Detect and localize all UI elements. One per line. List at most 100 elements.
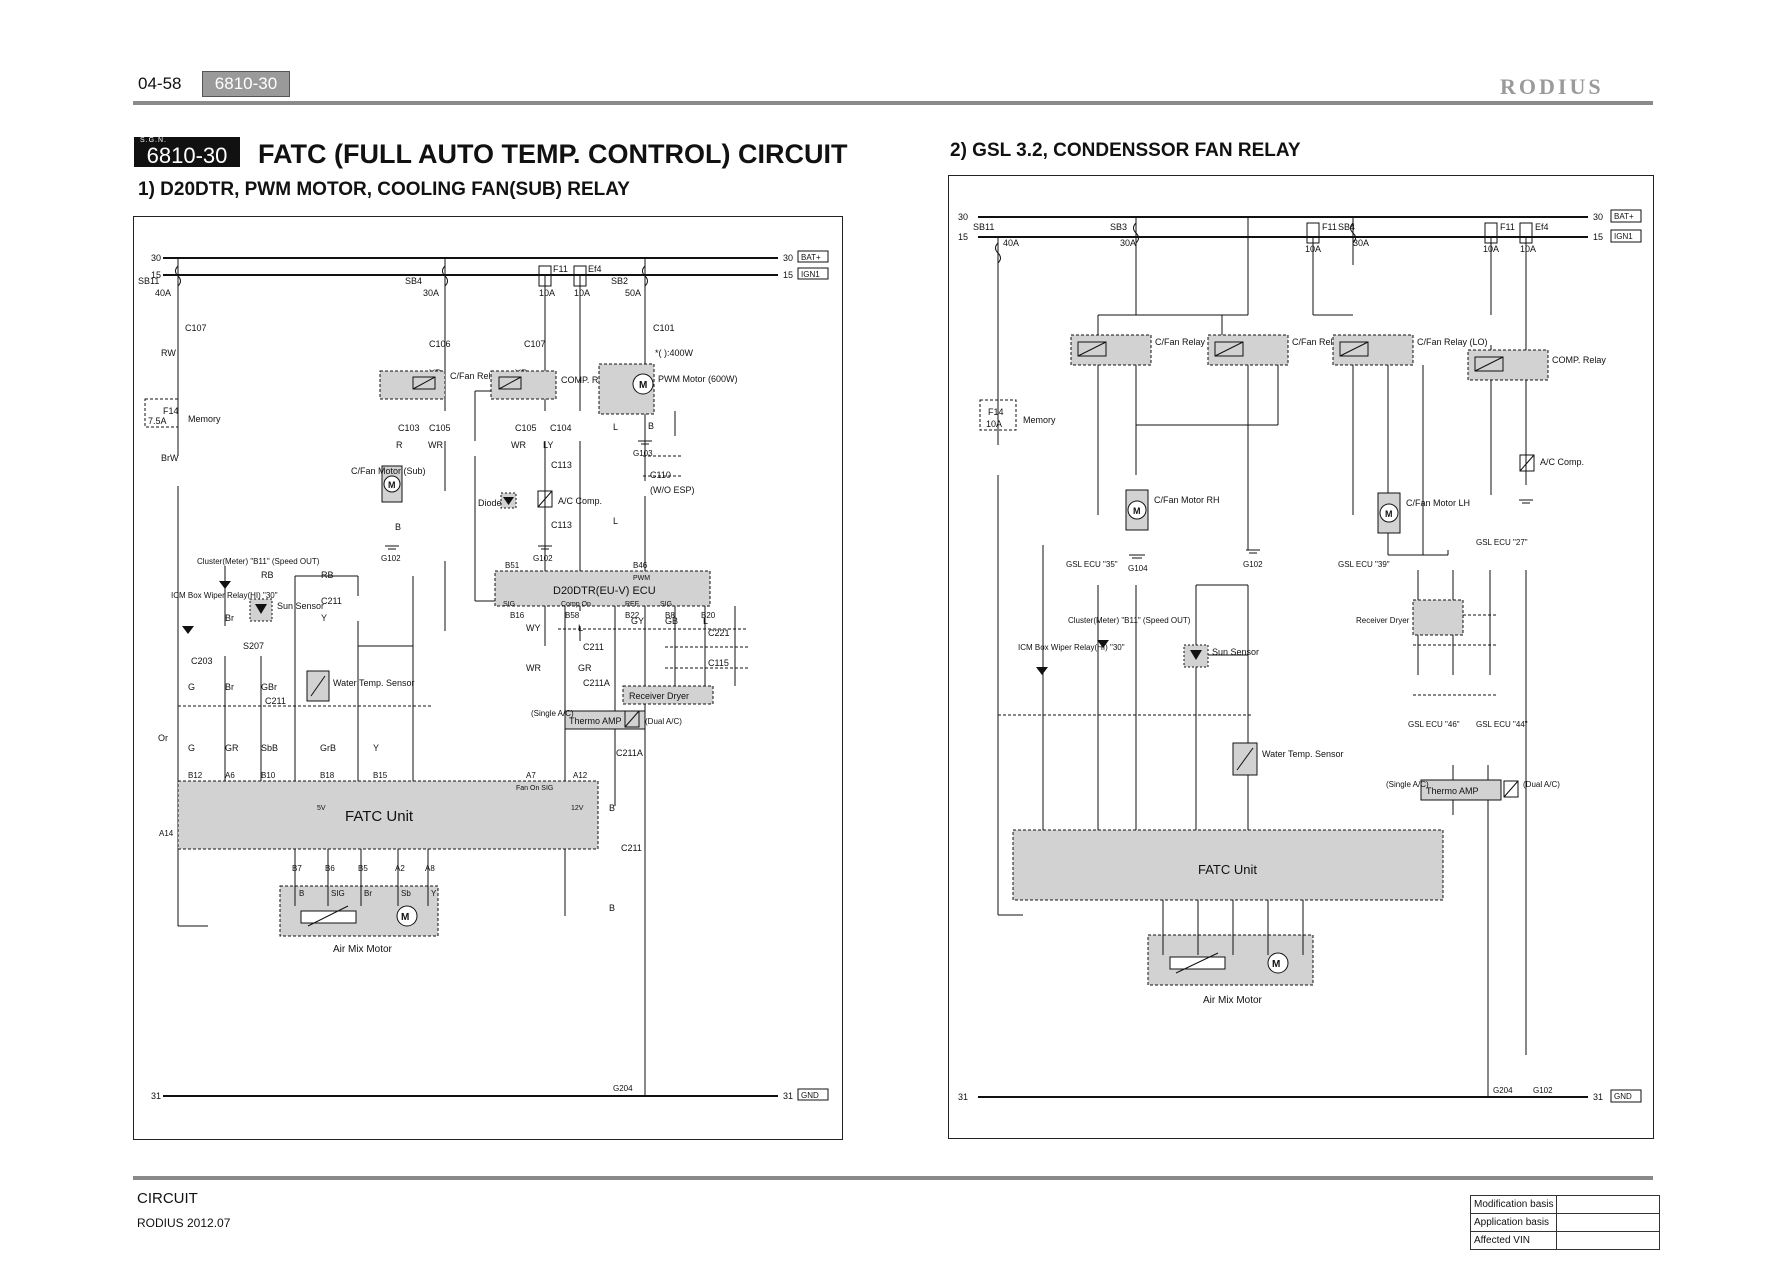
fuse-sb4-icon (442, 265, 448, 287)
d2-icm-box-arrow-icon (1036, 667, 1048, 675)
diode-label: Diode (478, 498, 502, 508)
wire-rw: RW (161, 348, 176, 358)
pin-b6: B6 (325, 864, 335, 873)
pin-b5: B5 (358, 864, 368, 873)
pwm-motor-icon (632, 373, 654, 395)
c115-label: C115 (708, 658, 729, 668)
c221-label: C221 (708, 628, 730, 638)
d2-fuse-f11-rating: 10A (1305, 244, 1321, 254)
icm-box: ICM Box Wiper Relay(HI) "30" (171, 591, 278, 634)
cfan-motor-sub-label: C/Fan Motor (Sub) (351, 466, 426, 476)
bat-label: BAT+ (801, 253, 821, 262)
d2-sun-sensor-icon (1190, 650, 1202, 660)
c101-label: C101 (653, 323, 675, 333)
header-rule (133, 101, 1653, 105)
diagram2-schematic: 30 15 31 30 15 31 BAT+ IGN1 GND (948, 175, 1654, 1139)
d2-cfan-relay-hi: C/Fan Relay (HI) (1070, 334, 1223, 366)
d2-bat-label: BAT+ (1614, 212, 1634, 221)
c107-label-2: C107 (524, 339, 546, 349)
d2-cfan-motor-lh-icon (1379, 503, 1399, 523)
ground-g102: G102 (381, 554, 401, 563)
wire-l: L (613, 422, 618, 432)
diagram2-frame (948, 175, 1654, 1139)
fuse-f11-rating: 10A (539, 288, 555, 298)
d2-fuse-f11b-icon (1484, 222, 1498, 244)
d2-thermo-amp-label: Thermo AMP (1426, 786, 1479, 796)
pin-12v: 12V (571, 805, 584, 812)
pin-a14: A14 (159, 829, 174, 838)
fuse-sb11-icon (175, 265, 181, 287)
wire-b-2: B (395, 522, 401, 532)
thermo-amp: Thermo AMP (Single A/C) (Dual A/C) (531, 709, 682, 730)
pin-a7: A7 (526, 771, 536, 780)
d2-fuse-f11-icon (1306, 222, 1320, 244)
d2-ac-comp: A/C Comp. (1519, 454, 1584, 472)
memory-label: Memory (188, 414, 221, 424)
pin-b16: B16 (510, 611, 525, 620)
revision-label: Affected VIN (1469, 1231, 1558, 1250)
d2-cfan-motor-lh: M C/Fan Motor LH (1377, 492, 1470, 534)
d2-cfan-relay-lo: C/Fan Relay (LO) (1332, 334, 1488, 366)
d2-comp-relay: COMP. Relay (1467, 349, 1606, 381)
ac-comp-label: A/C Comp. (558, 496, 602, 506)
c113-label: C113 (551, 460, 572, 470)
rail-31-left: 31 (151, 1091, 161, 1101)
d2-fatc-unit-label: FATC Unit (1198, 862, 1257, 877)
d2-cfan-relay: C/Fan Relay (1207, 334, 1343, 366)
rail-15-right: 15 (783, 270, 793, 280)
c211a-label-2: C211A (616, 748, 643, 758)
wire-b-3: B (609, 903, 615, 913)
pin-b18: B18 (320, 771, 335, 780)
d2-fuse-sb4-rating: 30A (1353, 238, 1369, 248)
sun-sensor: Sun Sensor (249, 598, 324, 622)
revision-row: Application basis (1469, 1213, 1661, 1232)
icm-box-label: ICM Box Wiper Relay(HI) "30" (171, 591, 278, 600)
d2-icm-box: ICM Box Wiper Relay(HI) "30" (1018, 643, 1125, 675)
d2-rail-30-right: 30 (1593, 212, 1603, 222)
sun-sensor-label: Sun Sensor (277, 601, 324, 611)
revision-value (1556, 1195, 1661, 1214)
fuse-sb2-rating: 50A (625, 288, 641, 298)
page-number: 04-58 (138, 74, 182, 93)
diagram2-subtitle: 2) GSL 3.2, CONDENSSOR FAN RELAY (950, 140, 1301, 161)
fuse-f11-icon (538, 265, 552, 287)
wire-or: Or (158, 733, 168, 743)
rail-30-right: 30 (783, 253, 793, 263)
d2-rail-30-left: 30 (958, 212, 968, 222)
revision-label: Modification basis (1469, 1195, 1558, 1214)
receiver-dryer: Receiver Dryer (622, 685, 714, 705)
c211-label-3: C211 (583, 642, 604, 652)
wire-wy: WY (526, 623, 541, 633)
pin-b12: B12 (188, 771, 203, 780)
pin-a12: A12 (573, 771, 588, 780)
c105-label-2: C105 (515, 423, 537, 433)
d2-fuse-sb11-rating: 40A (1003, 238, 1019, 248)
water-temp-label: Water Temp. Sensor (333, 678, 415, 688)
wire-l-4: L (703, 616, 708, 626)
wire-y-2: Y (373, 743, 379, 753)
fuse-f11-label: F11 (553, 264, 568, 274)
wire-rb-2: RB (321, 570, 334, 580)
d2-cfan-motor-rh-icon (1127, 500, 1147, 520)
d2-gsl-ecu-39: GSL ECU "39" (1338, 560, 1390, 569)
d2-comp-relay-label: COMP. Relay (1552, 355, 1606, 365)
c110-note: (W/O ESP) (650, 485, 695, 495)
pin-ref: REF (625, 601, 639, 608)
c211-label-4: C211 (621, 843, 642, 853)
revision-value (1556, 1213, 1661, 1232)
wire-yb: SIG (331, 889, 345, 898)
pin-b10: B10 (261, 771, 276, 780)
pin-b22: B22 (625, 611, 640, 620)
diode-icon (503, 497, 514, 505)
wire-b-4: B (609, 803, 615, 813)
wire-wr-2: WR (511, 440, 526, 450)
d2-fuse-sb3-rating: 30A (1120, 238, 1136, 248)
d2-icm-box-label: ICM Box Wiper Relay(HI) "30" (1018, 643, 1125, 652)
d2-fuse-sb4-label: SB4 (1338, 222, 1355, 232)
footer-section: CIRCUIT (137, 1190, 198, 1207)
brand-logo: RODIUS (1500, 74, 1604, 99)
d2-fuse-f11-label: F11 (1322, 222, 1337, 232)
cluster-label: Cluster(Meter) "B11" (Speed OUT) (197, 557, 320, 566)
revision-row: Modification basis (1469, 1195, 1661, 1214)
footer-model: RODIUS 2012.07 (137, 1216, 231, 1230)
